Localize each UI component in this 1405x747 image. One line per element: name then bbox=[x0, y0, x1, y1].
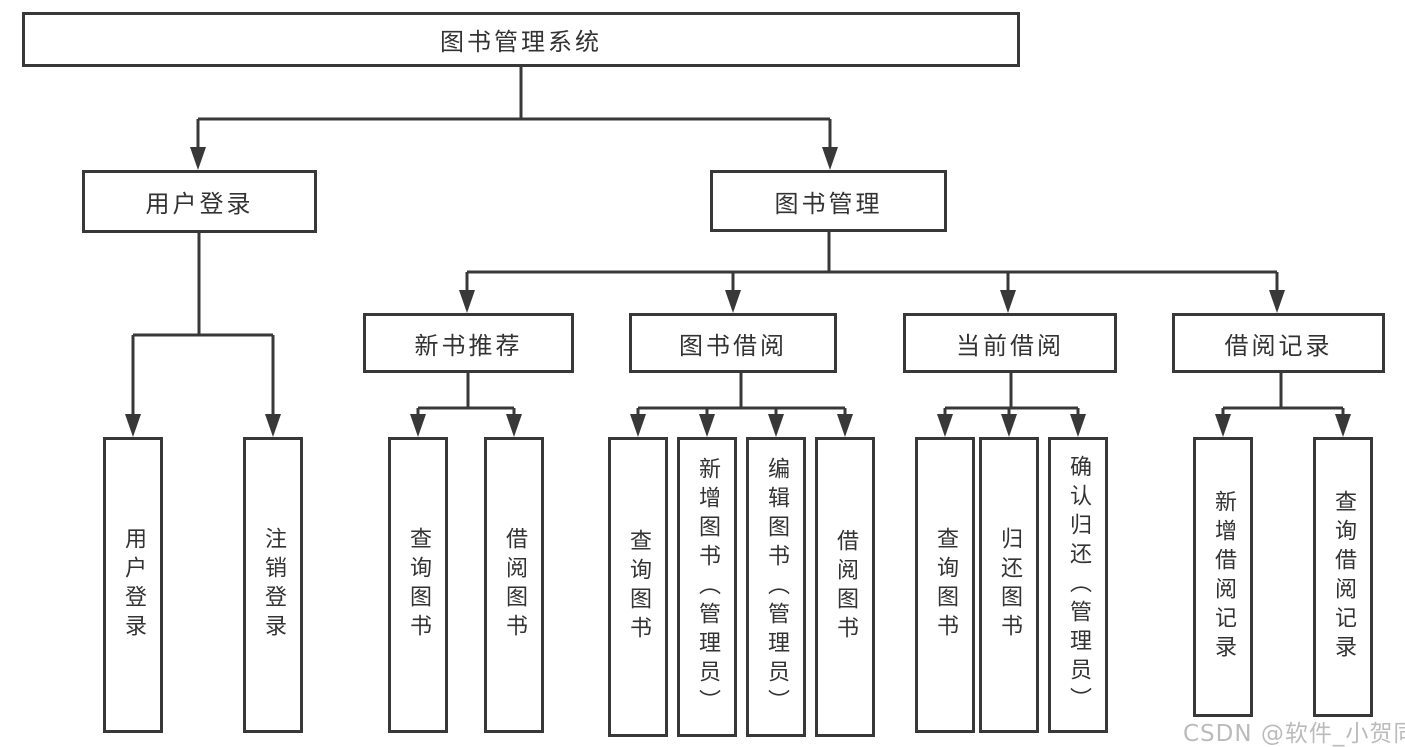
node-leaf-confirm-return-admin: 确认归还（管理员） bbox=[1048, 437, 1108, 733]
arrowheads bbox=[125, 147, 1351, 437]
connector-userlogin-children bbox=[131, 232, 275, 417]
arrowhead bbox=[1070, 414, 1086, 437]
connector-bookmgmt-to-level3 bbox=[465, 231, 1279, 292]
node-new-book-recommend: 新书推荐 bbox=[363, 313, 574, 373]
csdn-watermark: CSDN @软件_小贺同学 bbox=[1183, 721, 1405, 747]
arrowhead bbox=[506, 414, 522, 437]
node-leaf-user-login: 用户登录 bbox=[103, 437, 163, 733]
connector-newbooks-children bbox=[416, 372, 516, 417]
node-leaf-query-borrow-record: 查询借阅记录 bbox=[1313, 437, 1373, 717]
node-leaf-query-books-3: 查询图书 bbox=[915, 437, 975, 733]
arrowhead bbox=[630, 414, 646, 437]
arrowhead bbox=[1001, 414, 1017, 437]
node-user-login-branch: 用户登录 bbox=[82, 170, 317, 233]
arrowhead bbox=[265, 414, 281, 437]
arrowhead bbox=[1269, 290, 1285, 313]
node-leaf-add-books-admin: 新增图书（管理员） bbox=[677, 437, 737, 737]
node-borrowing-records: 借阅记录 bbox=[1172, 313, 1385, 373]
node-current-borrowing: 当前借阅 bbox=[903, 313, 1117, 373]
arrowhead bbox=[1335, 414, 1351, 437]
node-leaf-query-books-2: 查询图书 bbox=[608, 437, 668, 737]
arrowhead bbox=[822, 147, 838, 170]
arrowhead bbox=[837, 414, 853, 437]
node-book-management-branch: 图书管理 bbox=[710, 170, 947, 232]
arrowhead bbox=[937, 414, 953, 437]
arrowhead bbox=[459, 290, 475, 313]
arrowhead bbox=[699, 414, 715, 437]
node-leaf-return-books: 归还图书 bbox=[979, 437, 1039, 733]
node-leaf-logout: 注销登录 bbox=[243, 437, 303, 733]
node-leaf-borrow-books-2: 借阅图书 bbox=[815, 437, 875, 737]
connector-records-children bbox=[1221, 372, 1345, 417]
node-leaf-borrow-books-1: 借阅图书 bbox=[484, 437, 544, 733]
connector-current-children bbox=[943, 372, 1080, 417]
arrowhead bbox=[768, 414, 784, 437]
connector-root-to-level2 bbox=[196, 65, 832, 150]
arrowhead bbox=[410, 414, 426, 437]
arrowhead bbox=[725, 290, 741, 313]
node-book-borrowing: 图书借阅 bbox=[629, 313, 837, 373]
arrowhead bbox=[1000, 290, 1016, 313]
node-library-management-system: 图书管理系统 bbox=[22, 12, 1020, 67]
connector-borrowing-children bbox=[636, 372, 847, 417]
node-leaf-edit-books-admin: 编辑图书（管理员） bbox=[746, 437, 806, 737]
node-leaf-add-borrow-record: 新增借阅记录 bbox=[1193, 437, 1253, 717]
arrowhead bbox=[125, 414, 141, 437]
arrowhead bbox=[190, 147, 206, 170]
node-leaf-query-books-1: 查询图书 bbox=[388, 437, 448, 733]
arrowhead bbox=[1215, 414, 1231, 437]
